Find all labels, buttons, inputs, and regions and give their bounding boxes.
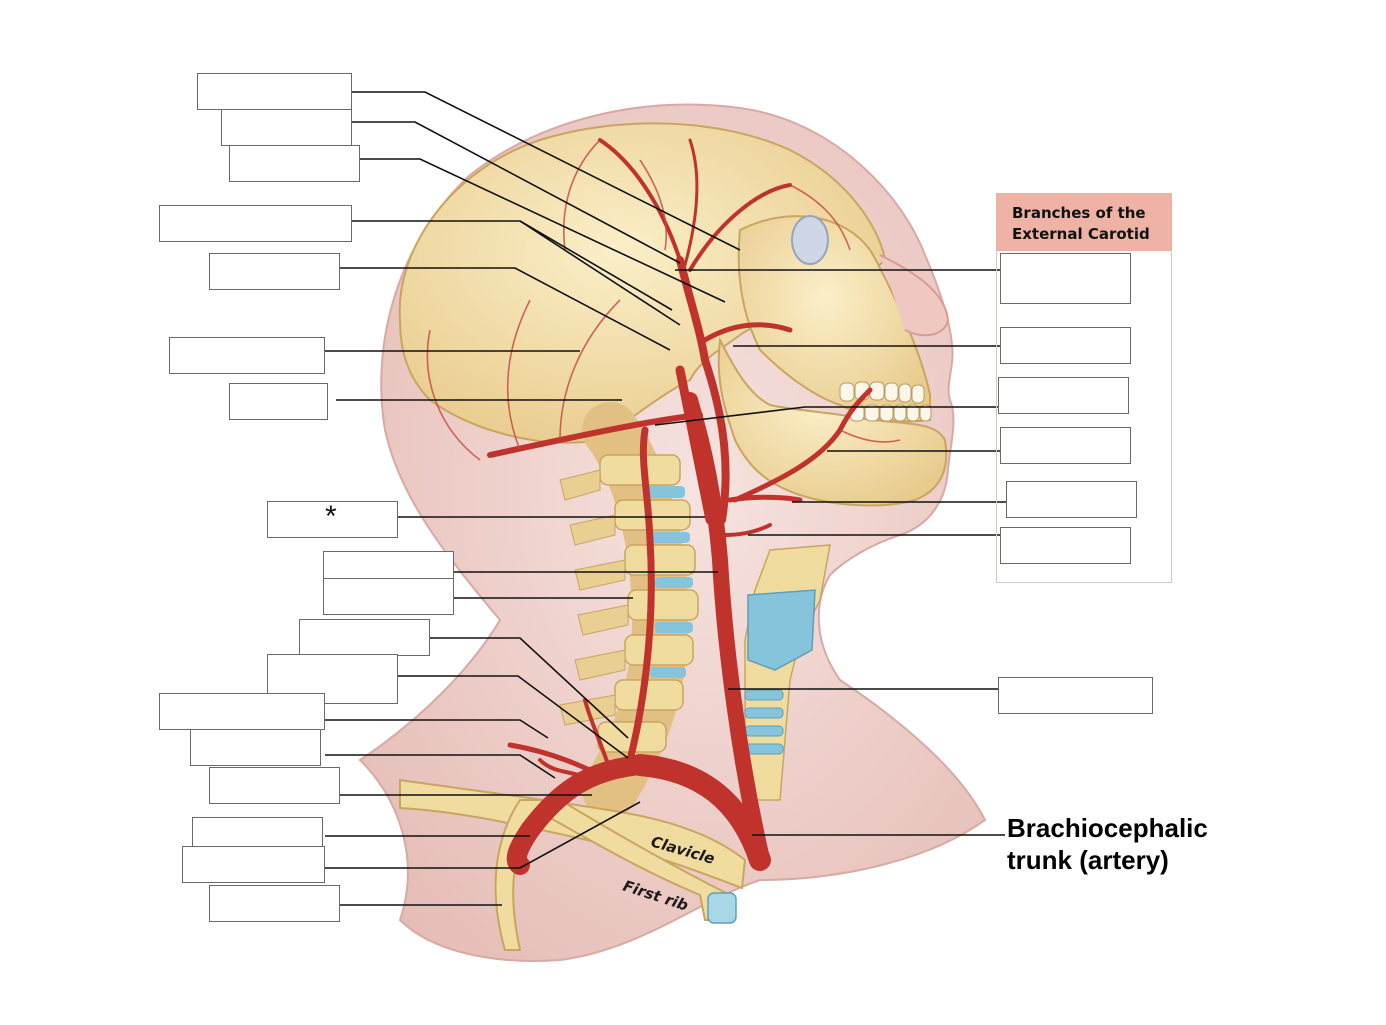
label-box-5[interactable] xyxy=(209,253,340,290)
label-box-6[interactable] xyxy=(169,337,325,374)
ext-carotid-branch-box-1[interactable] xyxy=(1000,253,1131,304)
first-rib-bone xyxy=(494,799,732,951)
asterisk-marker: * xyxy=(325,500,337,533)
leader-lines xyxy=(325,91,1007,906)
label-box-14[interactable] xyxy=(190,729,321,766)
label-box-3[interactable] xyxy=(229,145,360,182)
eye xyxy=(791,215,829,265)
ext-carotid-branch-box-3[interactable] xyxy=(998,377,1129,414)
facial-artery xyxy=(732,387,873,503)
brachiocephalic-artery xyxy=(629,754,771,871)
nose xyxy=(879,254,950,337)
panel-title-line1: Branches of the xyxy=(1012,204,1146,222)
occipital-artery xyxy=(487,412,703,458)
brachiocephalic-line1: Brachiocephalic xyxy=(1007,813,1208,843)
external-carotid-artery xyxy=(676,256,730,524)
subclavian-artery xyxy=(506,755,650,875)
label-box-17[interactable] xyxy=(182,846,325,883)
rib-cartilage xyxy=(707,892,737,924)
common-carotid-artery xyxy=(682,392,768,858)
face-bone xyxy=(737,215,931,423)
mandible-bone xyxy=(717,336,948,507)
ext-carotid-branch-box-4[interactable] xyxy=(1000,427,1131,464)
label-box-2[interactable] xyxy=(221,109,352,146)
brachiocephalic-line2: trunk (artery) xyxy=(1007,845,1169,875)
label-box-8-marked[interactable] xyxy=(267,501,398,538)
ext-carotid-branch-box-6[interactable] xyxy=(1000,527,1131,564)
label-box-7[interactable] xyxy=(229,383,328,420)
label-box-4[interactable] xyxy=(159,205,352,242)
label-box-13[interactable] xyxy=(159,693,325,730)
brachiocephalic-trunk-label: Brachiocephalic trunk (artery) xyxy=(1007,812,1208,876)
vertebral-artery xyxy=(626,426,655,764)
maxillary-artery xyxy=(702,322,793,343)
larynx-trachea xyxy=(744,544,831,801)
cranial-vessels xyxy=(426,139,901,461)
label-box-1[interactable] xyxy=(197,73,352,110)
label-box-15[interactable] xyxy=(209,767,340,804)
label-box-16[interactable] xyxy=(192,817,323,849)
arteries xyxy=(487,138,873,875)
panel-title-line2: External Carotid xyxy=(1012,225,1150,243)
label-box-10[interactable] xyxy=(323,578,454,615)
internal-carotid-artery xyxy=(675,365,715,525)
external-carotid-panel-header: Branches of the External Carotid xyxy=(996,193,1172,251)
ext-carotid-branch-box-2[interactable] xyxy=(1000,327,1131,364)
label-box-18[interactable] xyxy=(209,885,340,922)
ext-carotid-branch-box-5[interactable] xyxy=(1006,481,1137,518)
common-carotid-box[interactable] xyxy=(998,677,1153,714)
label-box-11[interactable] xyxy=(299,619,430,656)
label-box-9[interactable] xyxy=(323,551,454,581)
